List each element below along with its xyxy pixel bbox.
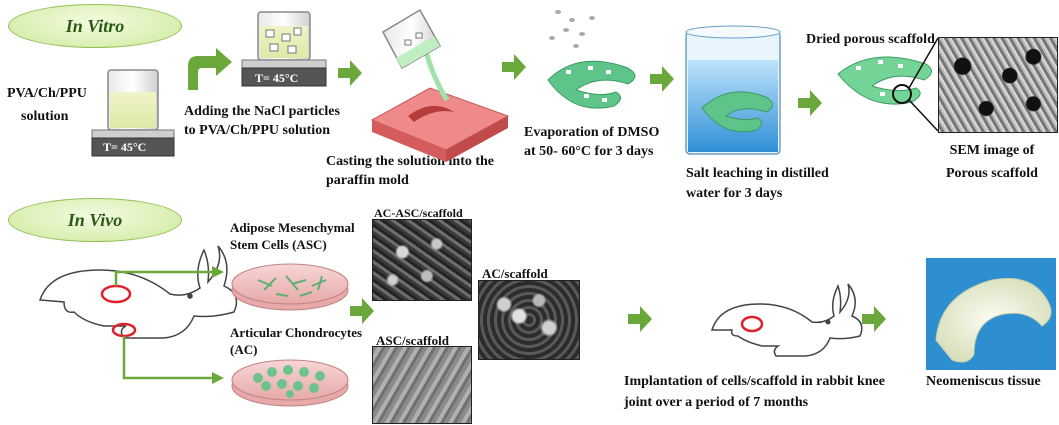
sem-ac-scaffold-image <box>478 280 580 360</box>
neomeniscus-tissue-image <box>926 258 1056 370</box>
dried-scaffold-icon <box>837 37 939 132</box>
ac-label: Articular Chondrocytes (AC) <box>230 325 363 357</box>
asc-scaffold-label: ASC/scaffold <box>376 333 449 348</box>
solution-label: PVA/Ch/PPU solution <box>7 86 87 124</box>
asc-label: Adipose Mesenchymal Stem Cells (ASC) <box>230 220 355 252</box>
rabbit-icon-1 <box>38 245 238 339</box>
temp-2: T= 45°C <box>255 71 298 85</box>
evaporation-label: Evaporation of DMSO at 50- 60°C for 3 da… <box>524 125 660 159</box>
beaker-solution-icon <box>91 69 175 157</box>
arrow-step-3 <box>502 54 526 80</box>
ac-asc-scaffold-label: AC-ASC/scaffold <box>374 206 463 220</box>
arrow-step-1 <box>188 48 232 90</box>
sem-porous-scaffold-image <box>938 37 1058 133</box>
paraffin-mold-icon <box>370 47 510 162</box>
arrow-step-5 <box>798 90 822 116</box>
arrow-step-2 <box>338 60 362 86</box>
process-arrows-vivo <box>350 298 886 332</box>
in-vitro-label: In Vitro <box>8 4 182 48</box>
arrow-to-tissue <box>862 306 886 332</box>
evaporation-scaffold-icon <box>547 10 636 109</box>
arrow-to-ac <box>212 372 224 384</box>
arrow-step-4 <box>650 66 674 92</box>
sem-image-label: SEM image of Porous scaffold <box>946 143 1038 181</box>
beaker-nacl-icon <box>241 11 327 87</box>
neomeniscus-label: Neomeniscus tissue <box>926 374 1041 389</box>
rabbit-icon-2 <box>710 283 863 357</box>
sem-asc-scaffold-image <box>372 346 472 424</box>
sem-ac-asc-scaffold-image <box>372 219 472 301</box>
implantation-label: Implantation of cells/scaffold in rabbit… <box>624 374 885 410</box>
ac-dish-icon <box>231 359 349 407</box>
in-vivo-label: In Vivo <box>8 198 182 242</box>
implant-marker <box>740 315 764 333</box>
dried-scaffold-label: Dried porous scaffold <box>806 32 935 47</box>
salt-leaching-label: Salt leaching in distilled water for 3 d… <box>686 166 829 201</box>
arrow-to-implant <box>628 306 652 332</box>
temp-1: T= 45°C <box>103 140 146 154</box>
knee-marker-1 <box>100 284 132 304</box>
adding-nacl-label: Adding the NaCl particles to PVA/Ch/PPU … <box>184 104 340 138</box>
asc-dish-icon <box>231 263 349 311</box>
pouring-beaker-icon <box>382 8 442 70</box>
connector-lines <box>114 270 212 380</box>
ac-scaffold-label: AC/scaffold <box>482 266 548 281</box>
process-arrows-vitro <box>188 48 822 116</box>
arrow-to-asc <box>212 266 224 278</box>
water-beaker-icon <box>685 25 781 155</box>
arrow-to-sem <box>350 298 374 324</box>
